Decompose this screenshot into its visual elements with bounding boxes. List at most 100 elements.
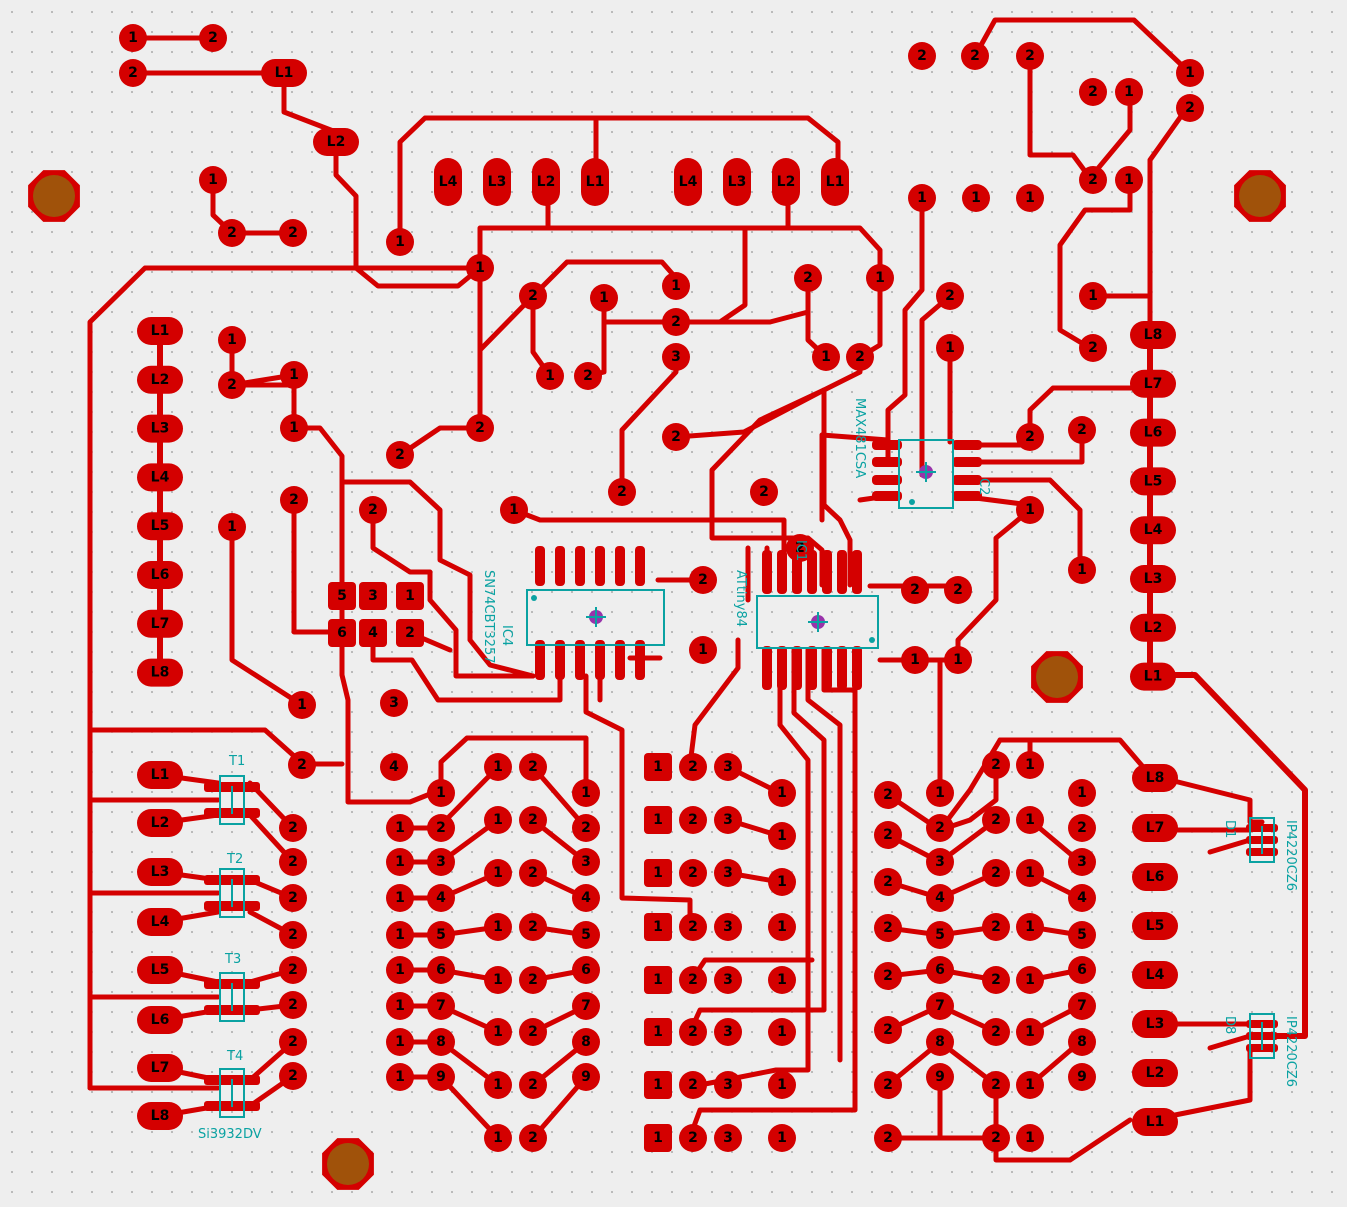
pad-label: 1: [971, 190, 981, 206]
pad-oval: [137, 463, 183, 492]
pad-round: [1016, 806, 1044, 834]
pad-round: [679, 966, 707, 994]
pad-label: L6: [151, 1012, 170, 1028]
pad-label: 3: [436, 854, 446, 870]
pad-round: [768, 1018, 796, 1046]
ic1-pin: [777, 646, 787, 690]
trace: [919, 293, 953, 478]
d1-part-label: IP4220CZ6: [1283, 820, 1298, 891]
t2-label: T2: [226, 852, 243, 867]
pad-label: 2: [935, 820, 945, 836]
pad-round: [982, 1018, 1010, 1046]
pad-round: [484, 966, 512, 994]
pad-label: 2: [1088, 84, 1098, 100]
pad-round: [794, 264, 822, 292]
pad-label: 2: [945, 288, 955, 304]
pad-label: L4: [1146, 967, 1165, 983]
pad-label: 3: [1077, 854, 1087, 870]
pad-round: [926, 992, 954, 1020]
ic4-pin: [575, 546, 585, 586]
pad-oval: [137, 658, 183, 687]
pad-label: 3: [723, 919, 733, 935]
pad-label: 2: [475, 420, 485, 436]
pad-oval: [137, 609, 183, 638]
pad-label: 2: [688, 812, 698, 828]
trace: [370, 630, 563, 703]
pad-label: 1: [297, 697, 307, 713]
pad-label: 2: [288, 1068, 298, 1084]
pad-label: 1: [1077, 562, 1087, 578]
pad-label: L8: [151, 665, 170, 681]
pad-label: 2: [297, 757, 307, 773]
pad-label: 1: [1124, 172, 1134, 188]
pad-label: L3: [1146, 1016, 1165, 1032]
pad-square: [644, 806, 672, 834]
pad-label: 2: [991, 1024, 1001, 1040]
pad-oval: [1130, 369, 1176, 398]
pad-label: 2: [991, 757, 1001, 773]
pad-label: 2: [528, 812, 538, 828]
pad-round: [926, 1063, 954, 1091]
pad-label: 2: [883, 827, 893, 843]
pad-label: 2: [288, 890, 298, 906]
pad-label: 2: [288, 962, 298, 978]
pad-label: 2: [883, 1077, 893, 1093]
pad-round: [572, 956, 600, 984]
pad-label: 1: [1025, 812, 1035, 828]
pad-round: [386, 921, 414, 949]
pad-label: 2: [991, 1130, 1001, 1146]
pad-round: [427, 848, 455, 876]
pad-label: L8: [151, 1108, 170, 1124]
trace: [619, 354, 679, 495]
pad-round: [519, 1124, 547, 1152]
pad-label: L1: [586, 174, 605, 190]
pad-round: [874, 1071, 902, 1099]
pad-label: 1: [545, 368, 555, 384]
pad-oval: [1130, 516, 1176, 545]
pad-round: [768, 913, 796, 941]
pad-round: [484, 1018, 512, 1046]
pad-round: [1079, 78, 1107, 106]
pad-label: 3: [723, 972, 733, 988]
pad-label: L5: [1144, 473, 1163, 489]
pad-label: 1: [227, 332, 237, 348]
pad-square: [328, 619, 356, 647]
pad-round: [466, 254, 494, 282]
pad-oval: [137, 1102, 183, 1130]
ic4-pin: [575, 640, 585, 680]
pad-round: [1016, 1071, 1044, 1099]
pad-round: [1176, 94, 1204, 122]
t-part-label: Si3932DV: [198, 1127, 262, 1142]
pad-label: 2: [991, 972, 1001, 988]
pad-label: 1: [493, 1024, 503, 1040]
pad-round: [662, 423, 690, 451]
pad-oval: [137, 414, 183, 443]
pad-label: 2: [795, 540, 805, 556]
trace: [697, 647, 811, 1088]
ic1-pin: [852, 550, 862, 594]
ic1-pin: [792, 646, 802, 690]
ic2-part-label: MAX481CSA: [852, 398, 867, 478]
transistor-outline: [219, 1068, 245, 1118]
pad-round: [484, 913, 512, 941]
pad-round: [982, 913, 1010, 941]
pad-round: [380, 689, 408, 717]
pad-label: L7: [151, 616, 170, 632]
pad-round: [427, 956, 455, 984]
pad-round: [768, 822, 796, 850]
pad-round: [901, 576, 929, 604]
pad-round: [936, 282, 964, 310]
pad-label: 2: [883, 787, 893, 803]
pad-label: L6: [151, 567, 170, 583]
pad-round: [218, 219, 246, 247]
pin1-dot: [531, 595, 537, 601]
trace: [957, 477, 1083, 573]
ic1-pin: [822, 550, 832, 594]
pad-round: [519, 1018, 547, 1046]
pad-round: [662, 272, 690, 300]
pad-round: [1068, 814, 1096, 842]
pad-square: [396, 582, 424, 610]
trace: [997, 737, 1153, 778]
pad-square: [644, 1071, 672, 1099]
